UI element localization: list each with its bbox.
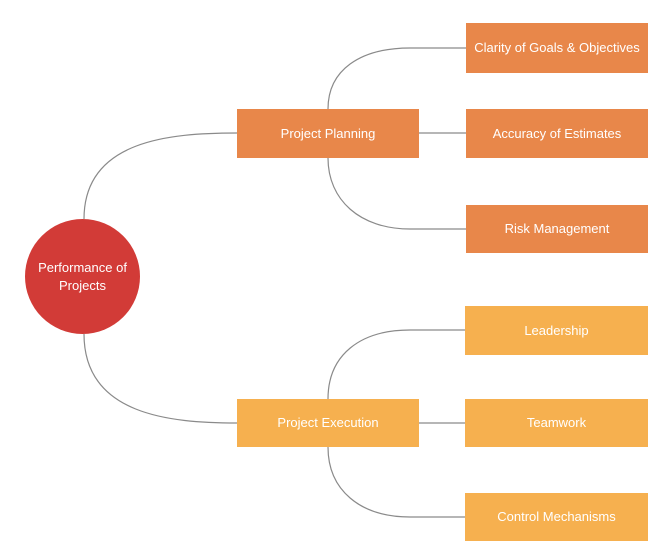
connector-planning-goals	[327, 47, 466, 110]
connector-execution-leadership	[327, 329, 465, 400]
connector-planning-risk	[327, 157, 466, 230]
leaf-clarity-of-goals: Clarity of Goals & Objectives	[466, 23, 648, 73]
connector-root-planning	[83, 132, 238, 220]
root-node-label: Performance of Projects	[38, 259, 127, 293]
leaf-risk-management: Risk Management	[466, 205, 648, 253]
leaf-teamwork: Teamwork	[465, 399, 648, 447]
branch-project-planning: Project Planning	[237, 109, 419, 158]
leaf-label: Accuracy of Estimates	[492, 125, 622, 141]
leaf-label: Teamwork	[526, 415, 587, 430]
leaf-label: Control Mechanisms	[497, 509, 616, 524]
leaf-control-mechanisms: Control Mechanisms	[465, 493, 648, 541]
leaf-label: Risk Management	[504, 221, 610, 236]
connector-root-execution	[83, 333, 238, 424]
connector-execution-control	[327, 446, 465, 518]
leaf-label: Leadership	[524, 322, 589, 338]
leaf-leadership: Leadership	[465, 306, 648, 355]
branch-project-execution: Project Execution	[237, 399, 419, 447]
leaf-accuracy-of-estimates: Accuracy of Estimates	[466, 109, 648, 158]
branch-label: Project Planning	[280, 125, 376, 141]
branch-label: Project Execution	[277, 415, 379, 430]
leaf-label: Clarity of Goals & Objectives	[474, 40, 640, 55]
root-node: Performance of Projects	[25, 219, 140, 334]
